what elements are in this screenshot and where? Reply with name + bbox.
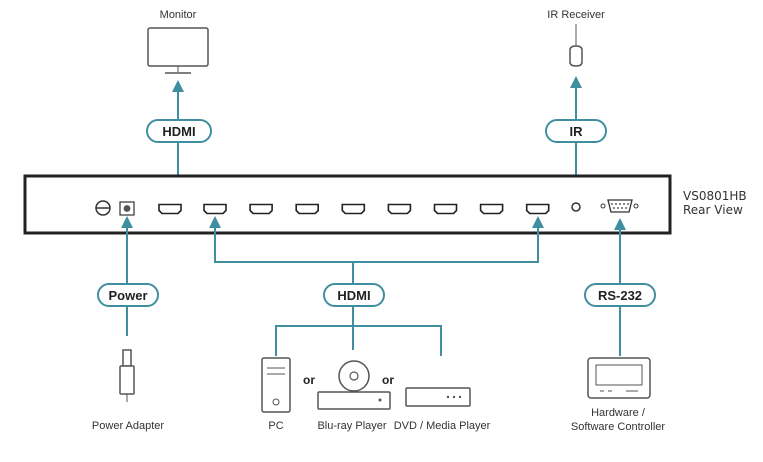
hdmi-in-wires (209, 216, 544, 356)
dvd-label: DVD / Media Player (394, 420, 491, 432)
hdmi-output-port-icon (158, 203, 182, 215)
hdmi-input-port-icon-7 (479, 203, 504, 215)
ir-receiver-icon (569, 24, 583, 67)
controller-label-line1: Hardware / (591, 407, 646, 419)
power-wire (121, 216, 133, 336)
power-tag: Power (97, 283, 159, 307)
hdmi-input-port-icon-8 (525, 203, 550, 215)
device-model: VS0801HB (683, 189, 747, 203)
db9-port-icon (600, 199, 639, 213)
hdmi-input-port-icon-3 (295, 203, 319, 215)
power-adapter-label: Power Adapter (92, 420, 164, 432)
dvd-player-icon (405, 387, 471, 407)
pc-tower-icon (261, 357, 291, 413)
ir-receiver-label: IR Receiver (547, 9, 605, 21)
hdmi-input-port-icon-2 (249, 203, 273, 215)
hdmi-port-row (158, 203, 550, 215)
hdmi-in-tag-text: HDMI (337, 288, 370, 303)
dc-jack-icon (119, 201, 135, 216)
power-adapter-icon (119, 349, 135, 402)
ir-tag: IR (545, 119, 607, 143)
or-label-2: or (382, 373, 394, 387)
power-tag-text: Power (108, 288, 147, 303)
hdmi-input-port-icon-6 (433, 203, 458, 215)
ir-jack-icon (571, 202, 581, 212)
bluray-player-icon (317, 360, 391, 410)
hdmi-input-port-icon-1 (203, 203, 227, 215)
rs232-tag-text: RS-232 (598, 288, 642, 303)
hdmi-input-port-icon-4 (341, 203, 366, 215)
hdmi-input-port-icon-5 (387, 203, 412, 215)
pc-label: PC (268, 420, 283, 432)
hdmi-out-tag-text: HDMI (162, 124, 195, 139)
controller-terminal-icon (587, 357, 651, 399)
monitor-icon (147, 27, 209, 74)
or-label-1: or (303, 373, 315, 387)
monitor-label: Monitor (160, 9, 197, 21)
controller-label-line2: Software Controller (571, 421, 665, 433)
hdmi-out-tag: HDMI (146, 119, 212, 143)
bluray-label: Blu-ray Player (317, 420, 386, 432)
rs232-tag: RS-232 (584, 283, 656, 307)
device-view: Rear View (683, 203, 743, 217)
power-switch-icon (95, 200, 111, 216)
hdmi-in-tag: HDMI (323, 283, 385, 307)
ir-tag-text: IR (570, 124, 584, 139)
